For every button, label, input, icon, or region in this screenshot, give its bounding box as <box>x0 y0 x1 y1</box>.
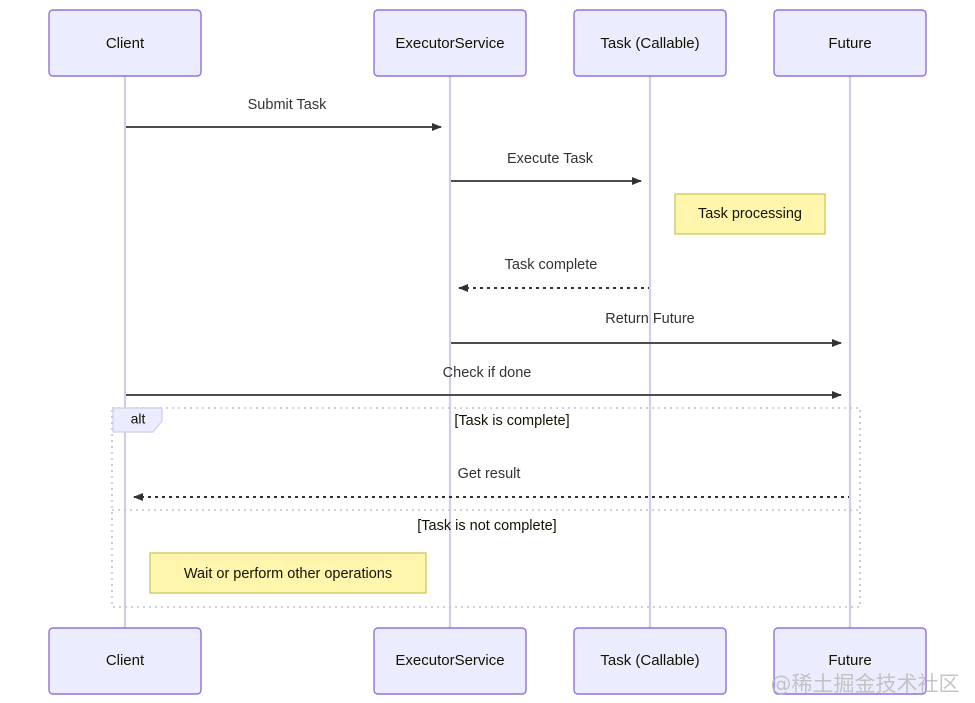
participant-task-top[interactable]: Task (Callable) <box>573 9 727 77</box>
bottom-participants: Client ExecutorService Task (Callable) F… <box>48 627 927 695</box>
top-participants: Client ExecutorService Task (Callable) F… <box>48 9 927 77</box>
participant-box <box>373 9 527 77</box>
participant-client-top[interactable]: Client <box>48 9 202 77</box>
participant-box <box>373 627 527 695</box>
message-label: Check if done <box>443 365 532 381</box>
note-box <box>674 193 826 235</box>
message-label: Get result <box>458 466 521 482</box>
message-label: Submit Task <box>248 97 327 113</box>
message-label: Return Future <box>605 311 694 327</box>
participant-future-top[interactable]: Future <box>773 9 927 77</box>
alt-fragment[interactable]: alt [Task is complete] [Task is not comp… <box>111 407 861 608</box>
participant-box <box>48 627 202 695</box>
participant-label: Future <box>828 652 871 669</box>
participant-label: Client <box>106 652 145 669</box>
fragment-tab <box>112 407 163 433</box>
note-box <box>149 552 427 594</box>
participant-box <box>48 9 202 77</box>
note-wait-or-perform[interactable]: Wait or perform other operations <box>149 552 427 594</box>
participant-box <box>573 627 727 695</box>
message-submit-task[interactable]: Submit Task <box>126 97 442 131</box>
participant-label: Task (Callable) <box>600 35 699 52</box>
watermark-label: @稀土掘金技术社区 <box>771 672 960 696</box>
message-task-complete[interactable]: Task complete <box>458 257 649 292</box>
fragment-outline <box>111 407 861 608</box>
participant-label: Client <box>106 35 145 52</box>
message-label: Execute Task <box>507 151 594 167</box>
message-label: Task complete <box>505 257 598 273</box>
participant-label: Future <box>828 35 871 52</box>
lifelines-group <box>123 76 852 628</box>
message-return-future[interactable]: Return Future <box>451 311 842 347</box>
participant-box <box>573 9 727 77</box>
messages-group: Submit Task Execute Task Task complete R… <box>126 97 849 501</box>
participant-label: Task (Callable) <box>600 652 699 669</box>
participant-box <box>773 9 927 77</box>
message-get-result[interactable]: Get result <box>133 466 849 501</box>
participant-executor-top[interactable]: ExecutorService <box>373 9 527 77</box>
participant-future-bottom[interactable]: Future <box>773 627 927 695</box>
notes-group: Task processing Wait or perform other op… <box>149 193 826 594</box>
fragment-tab-label: alt <box>131 411 146 427</box>
message-execute-task[interactable]: Execute Task <box>451 151 642 185</box>
participant-task-bottom[interactable]: Task (Callable) <box>573 627 727 695</box>
message-check-if-done[interactable]: Check if done <box>126 365 842 399</box>
participant-executor-bottom[interactable]: ExecutorService <box>373 627 527 695</box>
participant-client-bottom[interactable]: Client <box>48 627 202 695</box>
participant-label: ExecutorService <box>395 652 504 669</box>
fragment-condition-label-1: [Task is complete] <box>454 413 569 429</box>
fragment-condition-label-2: [Task is not complete] <box>417 518 556 534</box>
note-label: Task processing <box>698 206 802 222</box>
note-label: Wait or perform other operations <box>184 566 392 582</box>
participant-box <box>773 627 927 695</box>
note-task-processing[interactable]: Task processing <box>674 193 826 235</box>
participant-label: ExecutorService <box>395 35 504 52</box>
